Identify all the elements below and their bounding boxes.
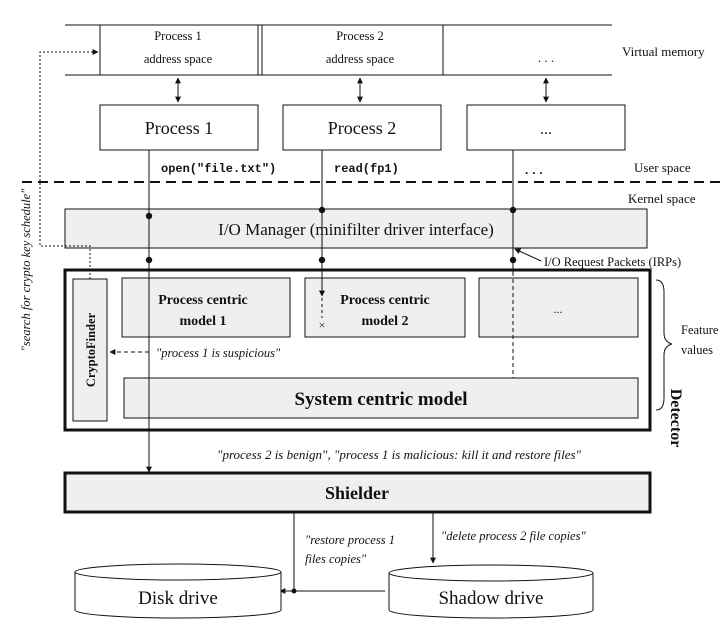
process2-address-space-subtitle: address space	[326, 52, 395, 66]
process2-box	[282, 104, 442, 151]
process2-address-space-title: Process 2	[336, 29, 384, 43]
process-more-box	[466, 104, 626, 151]
detector-label: Detector	[667, 389, 684, 448]
address-space-ellipsis: . . .	[538, 50, 554, 65]
memory-process-links	[175, 77, 549, 103]
process1-address-space-title: Process 1	[154, 29, 202, 43]
irp-label: I/O Request Packets (IRPs)	[544, 255, 681, 269]
kernel-space-label: Kernel space	[628, 191, 696, 206]
user-space-label: User space	[634, 160, 691, 175]
process-more-irp-node	[509, 256, 517, 264]
virtual-memory-label: Virtual memory	[622, 44, 705, 59]
process2-label: Process 2	[328, 118, 397, 138]
verdict-note: "process 2 is benign", "process 1 is mal…	[217, 447, 582, 462]
process2-stop-mark: ×	[319, 318, 326, 332]
irp-flow-lines: ×	[145, 150, 517, 473]
cryptofinder-box	[72, 278, 108, 422]
process-more-label: ...	[540, 121, 552, 138]
shadow-drive: Shadow drive	[388, 564, 594, 619]
syscall-read: read(fp1)	[334, 162, 399, 176]
process2-irp-node	[318, 256, 326, 264]
virtual-memory-band: Process 1 address space Process 2 addres…	[65, 24, 705, 76]
process1-irp-node	[145, 256, 153, 264]
shielder-label: Shielder	[325, 483, 389, 503]
process-model1-title: Process centric	[158, 293, 248, 308]
process-model-more-box	[478, 277, 639, 338]
process1-io-node	[145, 212, 153, 220]
system-centric-model-label: System centric model	[294, 389, 467, 410]
feature-values-brace	[655, 279, 673, 411]
disk-drive: Disk drive	[74, 563, 282, 619]
process2-io-node	[318, 206, 326, 214]
process-model2-title: Process centric	[340, 293, 430, 308]
restore-note-line2: files copies"	[305, 552, 367, 566]
restore-junction	[291, 588, 297, 594]
io-manager-box	[64, 208, 648, 249]
shielder-box	[63, 471, 652, 514]
disk-drive-label: Disk drive	[138, 588, 218, 609]
process-model1-box	[121, 277, 291, 338]
process1-address-space	[99, 24, 259, 76]
delete-note: "delete process 2 file copies"	[441, 529, 586, 543]
syscall-more: ...	[523, 164, 545, 178]
process-more-io-node	[509, 206, 517, 214]
process-model1-subtitle: model 1	[179, 314, 226, 329]
process-model2-box	[304, 277, 466, 338]
process1-label: Process 1	[145, 118, 214, 138]
io-manager-label: I/O Manager (minifilter driver interface…	[218, 220, 494, 239]
system-centric-model-box	[123, 377, 639, 419]
crypto-search-path	[39, 49, 99, 279]
feature-values-line2: values	[681, 343, 713, 357]
process-model-more-label: ...	[554, 302, 563, 316]
process1-address-space-subtitle: address space	[144, 52, 213, 66]
shadow-drive-label: Shadow drive	[438, 588, 543, 609]
shielder-outputs	[279, 512, 436, 594]
feature-values-line1: Feature	[681, 323, 719, 337]
irp-pointer	[514, 248, 542, 262]
suspicious-note: "process 1 is suspicious"	[156, 346, 281, 360]
syscall-open: open("file.txt")	[161, 162, 276, 176]
cryptofinder-label: CryptoFinder	[84, 312, 98, 387]
search-note: "search for crypto key schedule"	[19, 188, 33, 352]
restore-note-line1: "restore process 1	[305, 533, 395, 547]
process-model2-subtitle: model 2	[361, 314, 408, 329]
process1-box	[99, 104, 259, 151]
process2-address-space	[261, 24, 444, 76]
